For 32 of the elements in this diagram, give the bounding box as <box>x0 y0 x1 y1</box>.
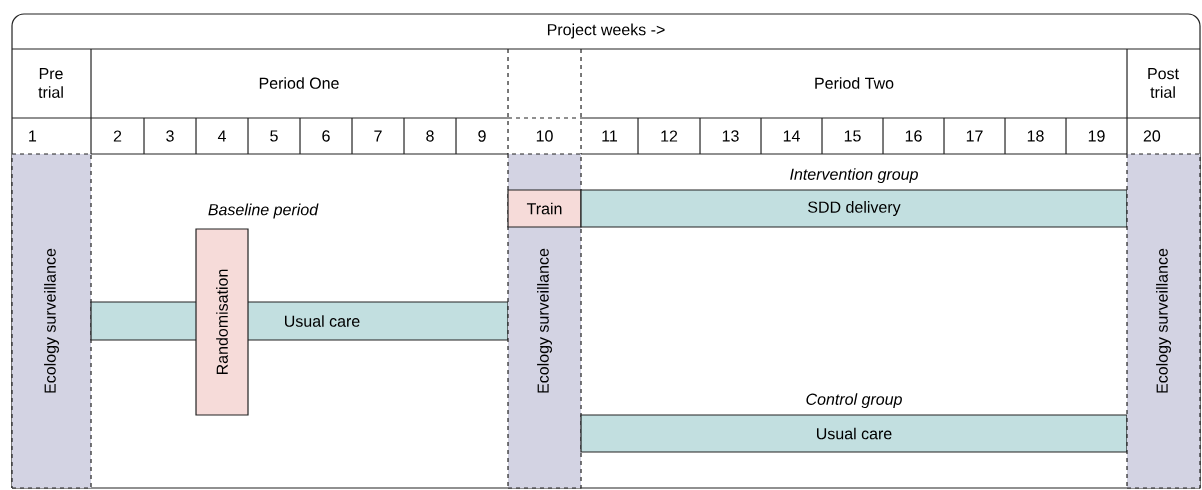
week-number: 7 <box>374 130 382 142</box>
week-number: 17 <box>966 130 983 142</box>
phase-heading: Period Two <box>815 77 894 89</box>
activity-bar: SDD delivery <box>580 189 1128 228</box>
week-number: 14 <box>783 130 800 142</box>
group-heading: Baseline period <box>208 203 319 219</box>
week-number: 16 <box>905 130 922 142</box>
phase-heading: Pre trial <box>38 68 63 98</box>
week-number: 15 <box>844 130 861 142</box>
week-number: 12 <box>661 130 678 142</box>
axis-heading: Project weeks -> <box>547 23 665 39</box>
phase-heading: Period One <box>259 77 339 89</box>
week-number: 13 <box>722 130 739 142</box>
week-number: 5 <box>270 130 278 142</box>
group-heading: Intervention group <box>790 168 918 184</box>
surveillance-band: Ecology surveillance <box>11 153 92 489</box>
week-number: 18 <box>1027 130 1044 142</box>
week-number: 4 <box>217 130 226 142</box>
week-number: 2 <box>113 130 122 142</box>
surveillance-band: Ecology surveillance <box>1126 153 1201 489</box>
week-number: 8 <box>426 130 434 142</box>
group-heading: Control group <box>806 393 902 409</box>
week-number: 19 <box>1088 130 1105 142</box>
training-box: Train <box>507 189 582 228</box>
randomisation-box: Randomisation <box>195 228 249 416</box>
phase-heading: Post trial <box>1148 68 1179 98</box>
week-number: 9 <box>478 130 486 142</box>
week-number: 6 <box>322 130 330 142</box>
activity-bar: Usual care <box>580 414 1128 453</box>
week-number: 10 <box>536 130 553 142</box>
week-number: 11 <box>602 130 618 142</box>
week-number: 3 <box>166 130 174 142</box>
